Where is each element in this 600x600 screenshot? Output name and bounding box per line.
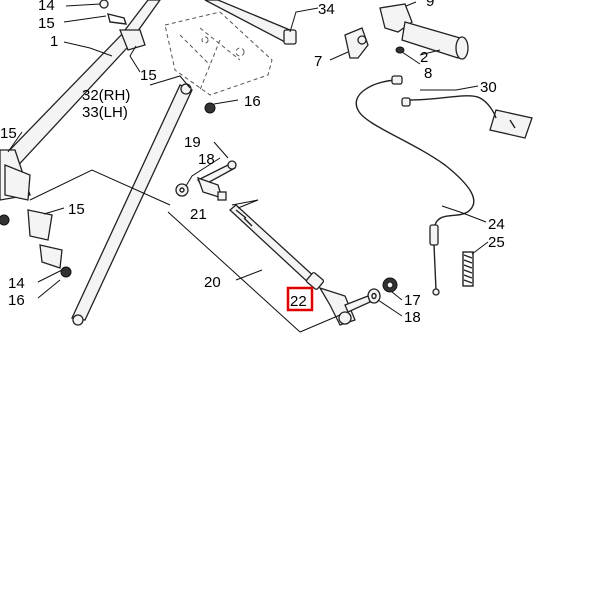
label-17: 17: [404, 292, 421, 309]
label-30: 30: [480, 79, 497, 96]
label-25: 25: [488, 234, 505, 251]
leader-lines: [7, 1, 489, 333]
highlight-box: [286, 286, 314, 312]
washer-18a: [175, 183, 189, 197]
label-1: 1: [50, 33, 58, 50]
handlebar-shaft: [124, 0, 297, 45]
label-9: 9: [426, 0, 434, 10]
small-clamp: [196, 176, 227, 201]
label-18b: 18: [404, 309, 421, 326]
throttle-cable-24: [355, 75, 497, 296]
label-15d: 15: [68, 201, 85, 218]
label-21: 21: [190, 206, 207, 223]
label-15c: 15: [0, 125, 17, 142]
label-33lh: 33(LH): [82, 104, 128, 121]
nut-17: [382, 277, 398, 293]
grip-2: [401, 21, 469, 60]
label-20: 20: [204, 274, 221, 291]
label-16b: 16: [8, 292, 25, 309]
bolt-right: [344, 295, 371, 313]
washer-8: [395, 46, 405, 54]
label-15b: 15: [140, 67, 157, 84]
label-14a: 14: [38, 0, 55, 14]
spring-25: [462, 251, 474, 287]
left-pivot-bracket: [0, 164, 72, 278]
bracket-plate: [164, 11, 273, 96]
label-32rh: 32(RH): [82, 87, 130, 104]
throttle-lever-7: [344, 27, 369, 59]
label-16a: 16: [244, 93, 261, 110]
tie-rod-long: [71, 83, 193, 326]
label-24: 24: [488, 216, 505, 233]
label-18a: 18: [198, 151, 215, 168]
fasteners-top-left: [99, 0, 146, 51]
nut-16: [204, 102, 216, 114]
label-8: 8: [424, 65, 432, 82]
label-15a: 15: [38, 15, 55, 32]
sensor-30: [489, 109, 533, 139]
label-34: 34: [318, 1, 335, 18]
label-7: 7: [314, 53, 322, 70]
label-14b: 14: [8, 275, 25, 292]
label-19: 19: [184, 134, 201, 151]
tie-rod-short: [229, 204, 356, 326]
label-22[interactable]: 22: [290, 293, 307, 310]
label-2: 2: [420, 49, 428, 66]
